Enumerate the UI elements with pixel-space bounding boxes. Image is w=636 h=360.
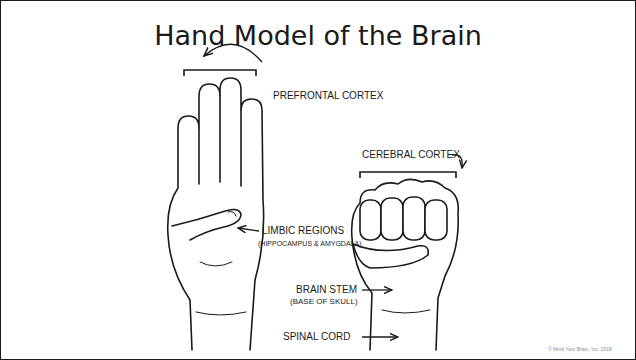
bracket (360, 172, 456, 178)
finger-line (198, 128, 200, 184)
part-label: CEREBRAL CORTEX (362, 150, 460, 160)
folded-thumb (172, 209, 241, 240)
bracket (184, 70, 256, 76)
fist-outline (352, 179, 459, 350)
curled-finger (360, 200, 381, 240)
part-label: PREFRONTAL CORTEX (273, 91, 383, 101)
palm-crease (200, 262, 232, 266)
curled-finger (403, 197, 425, 240)
finger-line (240, 110, 242, 186)
part-label: BRAIN STEM (296, 285, 357, 295)
part-label: LIMBIC REGIONS (262, 226, 344, 236)
watermark: © Mind Your Brain, Inc. 2018 (548, 347, 612, 352)
leader-arrow (362, 289, 392, 290)
part-label: SPINAL CORD (283, 332, 350, 342)
finger-line (219, 96, 221, 182)
leader-arrow (362, 336, 398, 337)
curled-finger (381, 198, 403, 240)
leader-arrow (238, 228, 259, 231)
diagram-title: Hand Model of the Brain (0, 22, 636, 49)
wrist-crease (196, 312, 246, 315)
part-sublabel: (HIPPOCAMPUS & AMYGDALA) (258, 240, 361, 247)
hand-outline (168, 78, 264, 350)
wrist-crease (382, 310, 430, 313)
open-hand (168, 78, 264, 350)
curled-finger (425, 200, 447, 240)
part-sublabel: (BASE OF SKULL) (290, 298, 358, 306)
thumb-nail (228, 212, 236, 217)
fist-thumb (353, 244, 428, 268)
fist (352, 179, 459, 350)
